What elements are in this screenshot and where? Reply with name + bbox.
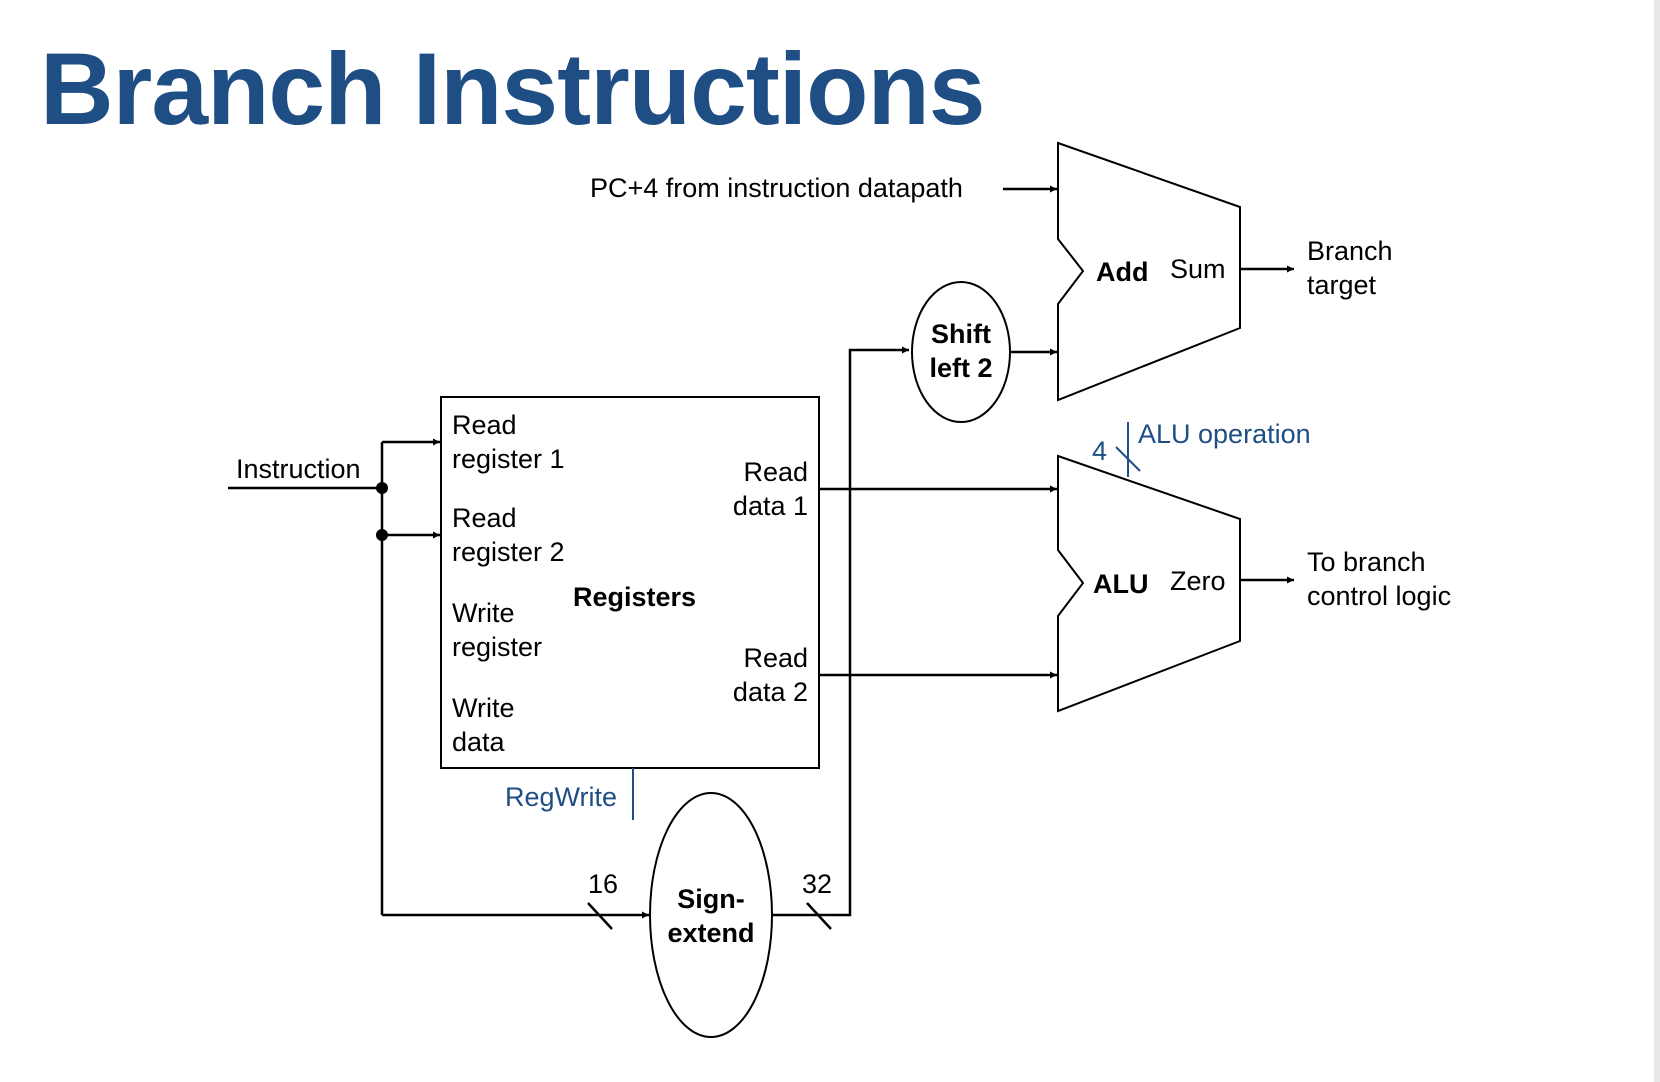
write-data-label-1: Write <box>452 693 515 723</box>
write-data-label-2: data <box>452 727 506 757</box>
registers-label: Registers <box>573 582 696 612</box>
sign-extend-output-wire <box>772 346 909 917</box>
width-32-label: 32 <box>802 869 832 899</box>
write-register-label-2: register <box>452 632 542 662</box>
adder-sum-label: Sum <box>1170 254 1226 284</box>
branch-control-label-2: control logic <box>1307 581 1451 611</box>
branch-target-label-2: target <box>1307 270 1377 300</box>
slide-title: Branch Instructions <box>40 32 985 146</box>
alu-op-width-label: 4 <box>1092 436 1107 466</box>
read-data-2-label-1: Read <box>743 643 808 673</box>
junction-dot <box>376 482 388 494</box>
instruction-label: Instruction <box>236 454 361 484</box>
sign-extend: Sign- extend <box>649 792 773 1038</box>
alu-operation-width-slash <box>1115 446 1141 472</box>
read-register-1-label-1: Read <box>452 410 517 440</box>
branch-control-label-1: To branch <box>1307 547 1426 577</box>
sign-extend-label-1: Sign- <box>677 884 745 914</box>
regwrite-label: RegWrite <box>505 782 617 812</box>
alu-zero-label: Zero <box>1170 566 1226 596</box>
read-register-2-label-1: Read <box>452 503 517 533</box>
width-16-label: 16 <box>588 869 618 899</box>
shift-left-2: Shift left 2 <box>911 281 1011 423</box>
branch-target-label-1: Branch <box>1307 236 1393 266</box>
slide-edge <box>1654 0 1660 1082</box>
shift-label-1: Shift <box>931 319 991 349</box>
read-register-2-label-2: register 2 <box>452 537 565 567</box>
read-data-1-label-1: Read <box>743 457 808 487</box>
shift-label-2: left 2 <box>929 353 992 383</box>
sign-extend-label-2: extend <box>667 918 754 948</box>
alu-label: ALU <box>1093 569 1149 599</box>
register-file: Read register 1 Read register 2 Write re… <box>440 396 820 769</box>
junction-dot <box>376 529 388 541</box>
read-data-1-label-2: data 1 <box>733 491 808 521</box>
alu-operation-label: ALU operation <box>1138 419 1311 449</box>
read-register-1-label-2: register 1 <box>452 444 565 474</box>
read-data-2-label-2: data 2 <box>733 677 808 707</box>
adder-label: Add <box>1096 257 1148 287</box>
bus-width-slash-16 <box>587 902 613 930</box>
alu: ALU Zero <box>1057 454 1241 713</box>
pc-plus-4-label: PC+4 from instruction datapath <box>590 173 963 203</box>
write-register-label-1: Write <box>452 598 515 628</box>
adder: Add Sum <box>1057 141 1241 402</box>
